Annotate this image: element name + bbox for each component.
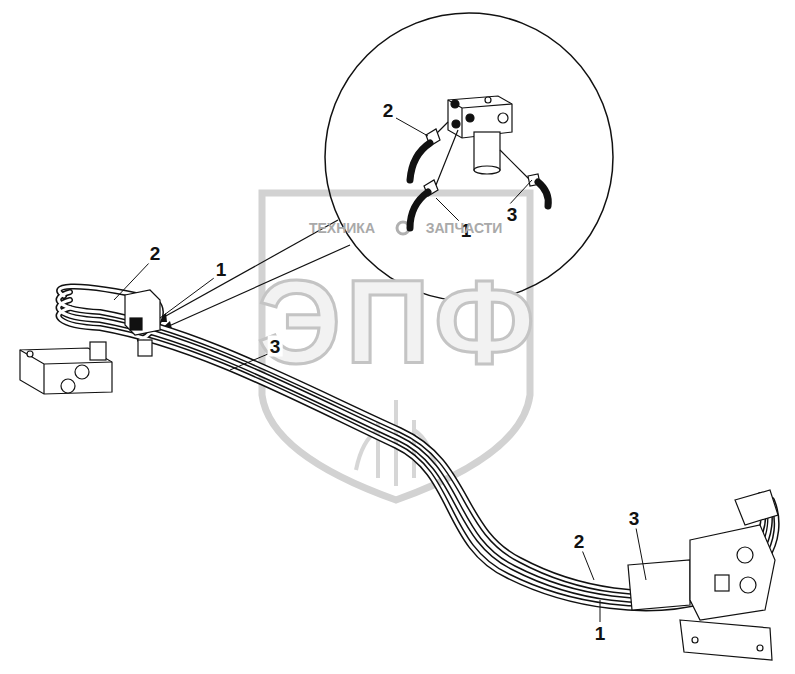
watermark-logo: ЭПФ [257,263,538,381]
callout-number: 2 [381,100,396,121]
callout-number: 3 [505,204,520,225]
callout-number: 1 [593,623,608,644]
callout-number: 3 [627,508,642,529]
callout-number: 2 [572,531,587,552]
watermark-text: ЗАПЧАСТИ [426,221,503,235]
callout-number: 3 [268,336,283,357]
callout-number: 2 [148,243,163,264]
callout-number: 1 [214,259,229,280]
watermark-text: ТЕХНИКА [309,221,375,235]
